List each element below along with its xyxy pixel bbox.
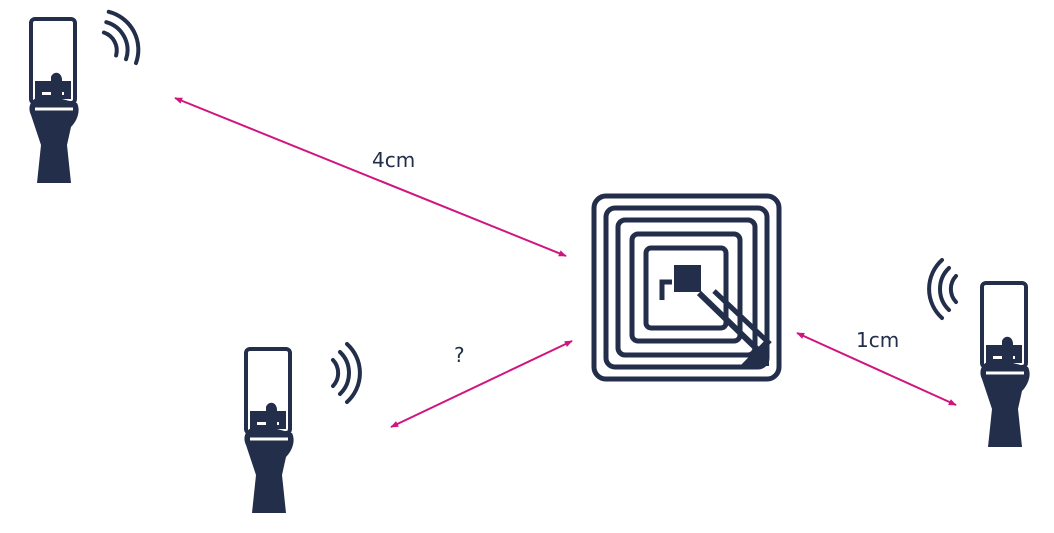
distance-label-1cm: 1cm bbox=[856, 328, 899, 352]
double-headed-arrow bbox=[796, 332, 957, 406]
double-headed-arrow bbox=[174, 97, 567, 257]
nfc-chip bbox=[674, 265, 701, 292]
double-headed-arrow bbox=[390, 340, 573, 428]
distance-label-unknown: ? bbox=[454, 343, 465, 367]
distance-label-4cm: 4cm bbox=[372, 148, 415, 172]
phone-top-left bbox=[27, 6, 147, 185]
wireless-signal-icon bbox=[927, 258, 958, 320]
nfc-tag bbox=[591, 193, 782, 382]
nfc-tag-corner bbox=[740, 336, 769, 366]
edge-bottom-left-to-tag: ? bbox=[390, 340, 573, 428]
edge-right-to-tag: 1cm bbox=[796, 328, 957, 406]
phone-bottom-left bbox=[242, 342, 362, 515]
phone-in-hand-icon bbox=[27, 17, 81, 185]
phone-in-hand-icon bbox=[978, 281, 1032, 449]
wireless-signal-icon bbox=[331, 342, 362, 404]
nfc-tag-antenna-icon bbox=[591, 193, 782, 382]
wireless-signal-icon bbox=[96, 6, 147, 70]
edge-top-left-to-tag: 4cm bbox=[174, 97, 567, 257]
phone-right bbox=[927, 258, 1032, 449]
phone-in-hand-icon bbox=[242, 347, 296, 515]
